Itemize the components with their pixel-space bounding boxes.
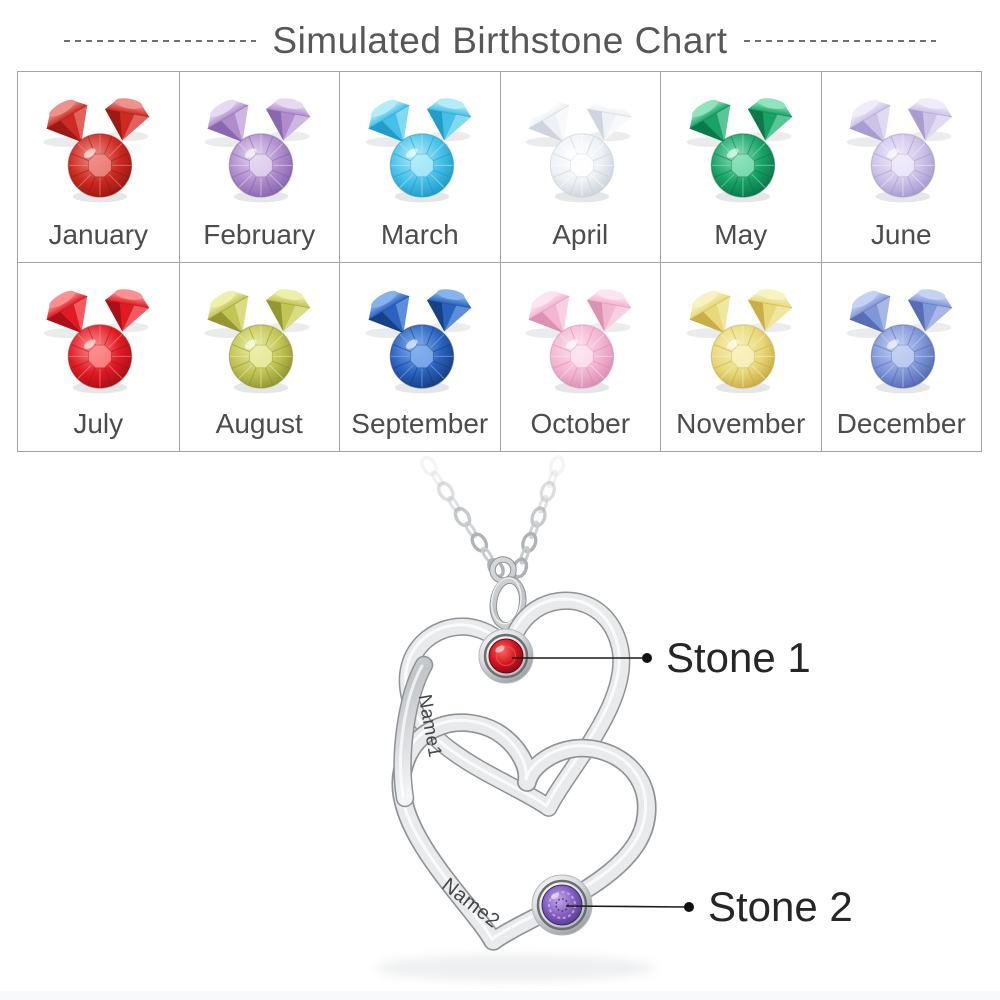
month-label: March <box>380 218 459 250</box>
stone-1-label: Stone 1 <box>666 634 811 681</box>
gem-cluster-image <box>525 288 632 393</box>
month-cell: January <box>18 72 179 262</box>
month-cell: June <box>820 72 982 262</box>
callout-stone-2: Stone 2 <box>565 883 853 930</box>
month-cell: October <box>499 261 660 451</box>
month-label: January <box>48 218 149 250</box>
gem-cluster-image <box>686 98 793 203</box>
month-label: September <box>351 408 489 439</box>
stone-2-gem <box>542 885 582 925</box>
gem-cluster-image <box>365 98 472 203</box>
necklace-figure: Name1 Name2 <box>0 455 1000 1000</box>
heart-1-left-limb <box>393 655 434 808</box>
pendant-reflection <box>375 955 655 981</box>
month-cell: November <box>660 261 821 451</box>
floor-band <box>0 991 1000 1000</box>
bail <box>489 556 527 630</box>
month-cell: September <box>339 261 500 451</box>
heart-outline-2 <box>391 713 657 951</box>
callout-line-2 <box>565 905 686 908</box>
gem-cluster-image <box>204 98 311 203</box>
stone-1-setting <box>478 628 534 684</box>
month-label: June <box>870 218 932 250</box>
month-cell: March <box>339 72 500 262</box>
month-label: November <box>676 408 806 439</box>
right-dash-line <box>743 40 936 42</box>
month-label: February <box>203 218 316 250</box>
month-cell: April <box>499 72 661 262</box>
gem-cluster-image <box>365 288 472 393</box>
callout-dot-1 <box>642 653 652 663</box>
gem-cluster-image <box>686 288 793 393</box>
month-cell: December <box>820 261 981 451</box>
month-cell: February <box>178 72 340 262</box>
stone-2-label: Stone 2 <box>708 883 853 930</box>
month-label: July <box>73 408 124 439</box>
gem-cluster-image <box>43 98 150 203</box>
left-dash-line <box>64 40 257 42</box>
gem-cluster-image <box>846 288 953 393</box>
month-cell: August <box>178 261 339 451</box>
month-label: December <box>836 408 966 439</box>
callout-dot-2 <box>684 902 694 912</box>
gem-cluster-image <box>43 288 150 393</box>
month-label: October <box>530 408 631 439</box>
month-cell: May <box>660 72 821 262</box>
chain-left-strand <box>420 455 505 579</box>
month-label: May <box>714 218 768 250</box>
month-label: August <box>215 408 303 439</box>
gem-cluster-image <box>525 98 632 203</box>
chart-header: Simulated Birthstone Chart <box>0 20 1000 62</box>
callout-stone-1: Stone 1 <box>512 634 811 681</box>
birthstone-grid: January February March April May June Ju… <box>17 71 982 452</box>
chart-title: Simulated Birthstone Chart <box>272 20 728 61</box>
gem-cluster-image <box>204 288 311 393</box>
chain-right-strand <box>511 455 566 579</box>
gem-cluster-image <box>846 98 953 203</box>
month-label: April <box>552 218 609 250</box>
stone-2-setting <box>531 874 593 936</box>
month-cell: July <box>18 261 179 452</box>
